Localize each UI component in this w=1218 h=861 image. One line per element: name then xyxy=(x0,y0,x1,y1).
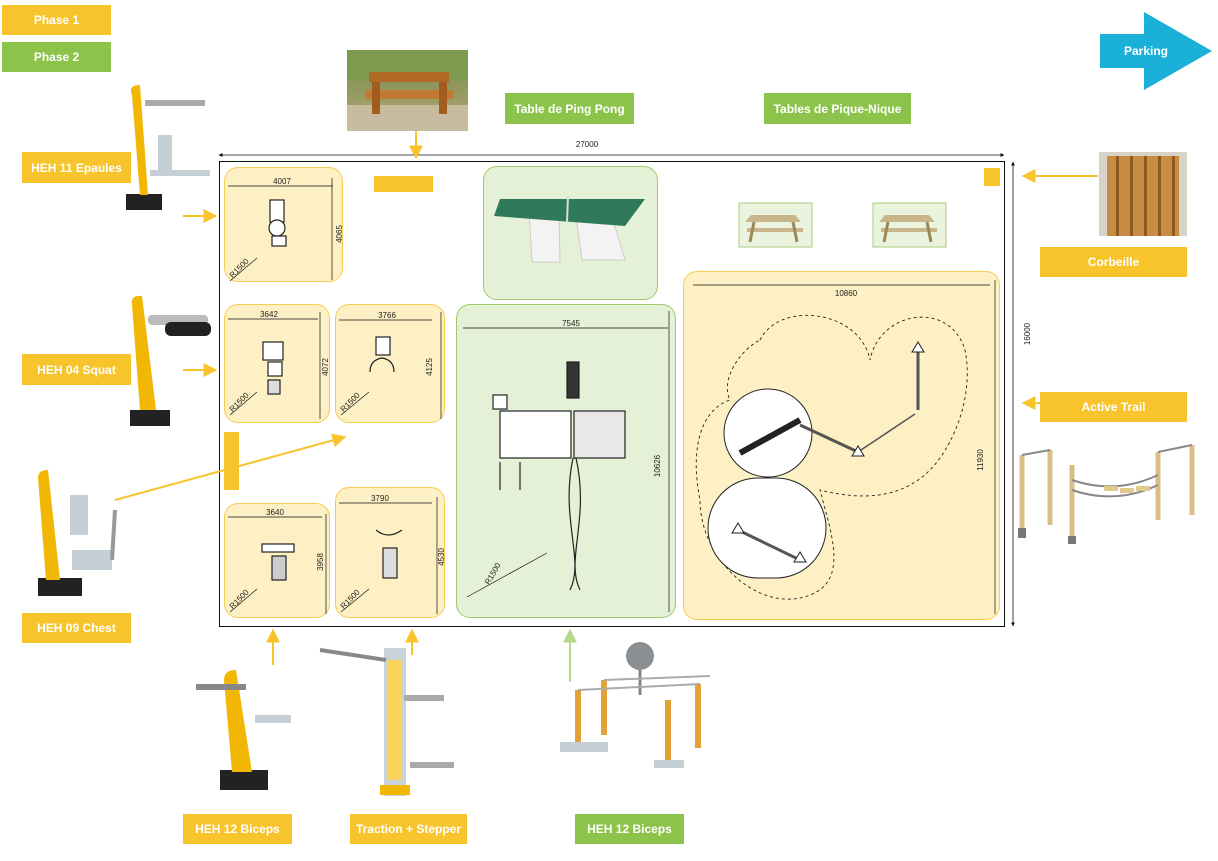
plan-boundary xyxy=(219,161,1005,627)
parking-arrow: Parking xyxy=(1100,12,1212,90)
parking-label: Parking xyxy=(1123,44,1168,58)
dim-z5-w: 3790 xyxy=(371,494,389,503)
zone-heh04 xyxy=(224,304,330,423)
label-ping-pong: Table de Ping Pong xyxy=(505,93,634,124)
trash-bin-photo xyxy=(1099,152,1187,236)
dim-trail-w: 10860 xyxy=(835,289,858,298)
bench-marker xyxy=(374,176,433,192)
dim-z1-h: 4065 xyxy=(335,225,344,243)
legend-phase-2: Phase 2 xyxy=(2,42,111,72)
active-trail-photo xyxy=(1016,440,1216,545)
label-heh12-biceps: HEH 12 Biceps xyxy=(183,814,292,844)
dim-z5-h: 4530 xyxy=(437,548,446,566)
dim-cal-w: 7545 xyxy=(562,319,580,328)
legend-phase-1: Phase 1 xyxy=(2,5,111,35)
heh12-photo xyxy=(196,670,291,790)
dim-total-width: 27000 xyxy=(576,140,599,149)
label-corbeille: Corbeille xyxy=(1040,247,1187,277)
dim-trail-h: 11930 xyxy=(976,449,985,471)
dim-z3-w: 3766 xyxy=(378,311,396,320)
zone-equipment-3 xyxy=(335,304,445,423)
picnic-table-icon-2 xyxy=(872,202,947,248)
heh09-photo xyxy=(38,470,117,596)
ping-pong-table-icon xyxy=(494,195,645,263)
label-heh09-chest: HEH 09 Chest xyxy=(22,613,131,643)
dim-z2-w: 3642 xyxy=(260,310,278,319)
heh09-marker xyxy=(224,432,239,490)
label-picnic-tables: Tables de Pique-Nique xyxy=(764,93,911,124)
equipment-symbols xyxy=(261,199,403,581)
dim-cal-h: 10626 xyxy=(653,454,662,477)
heh04-photo xyxy=(130,295,211,426)
label-traction-stepper: Traction + Stepper xyxy=(350,814,467,844)
dim-z1-w: 4007 xyxy=(273,177,291,186)
picnic-table-icon-1 xyxy=(738,202,813,248)
dim-z4-h: 3958 xyxy=(316,553,325,571)
active-trail-layout xyxy=(695,314,968,600)
dim-z3-h: 4125 xyxy=(425,358,434,376)
calisthenics-frame-icon xyxy=(492,361,626,591)
heh11-photo xyxy=(126,85,210,210)
label-heh11-epaules: HEH 11 Epaules xyxy=(22,152,131,183)
label-heh12-biceps-phase2: HEH 12 Biceps xyxy=(575,814,684,844)
zone-calisthenics xyxy=(456,304,676,618)
bin-marker xyxy=(984,168,1000,186)
dim-total-height: 16000 xyxy=(1023,322,1032,345)
label-heh04-squat: HEH 04 Squat xyxy=(22,354,131,385)
zone-ping-pong xyxy=(483,166,658,300)
parking-arrow-shape xyxy=(1100,12,1212,90)
dim-z2-h: 4072 xyxy=(321,358,330,376)
traction-stepper-photo xyxy=(319,648,454,796)
label-active-trail: Active Trail xyxy=(1040,392,1187,422)
bench-photo xyxy=(347,50,468,131)
calisthenics-station-photo xyxy=(560,642,711,768)
dim-z4-w: 3640 xyxy=(266,508,284,517)
